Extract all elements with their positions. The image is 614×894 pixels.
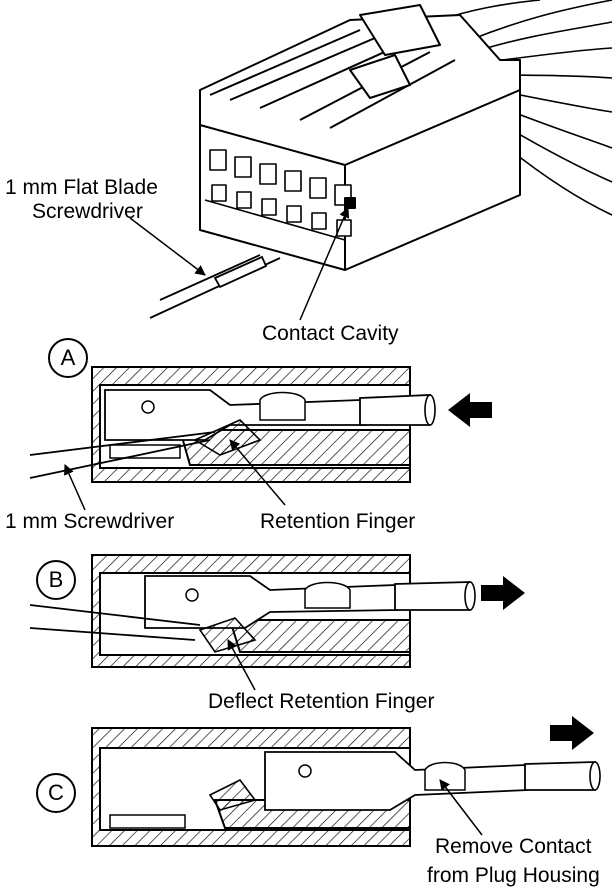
push-arrow-a (448, 393, 492, 427)
label-flat-blade-line1: 1 mm Flat Blade (5, 176, 158, 199)
pull-arrow-c (550, 716, 594, 750)
label-contact-cavity: Contact Cavity (262, 322, 399, 345)
retention-finger-a (193, 419, 262, 456)
pull-arrow-b (481, 576, 525, 610)
label-remove-contact-line1: Remove Contact (435, 835, 592, 858)
contact-cavity-hole (344, 197, 356, 209)
flat-blade-screwdriver (149, 254, 281, 319)
label-screwdriver: 1 mm Screwdriver (5, 510, 175, 533)
retention-finger-b (198, 617, 257, 653)
label-retention-finger: Retention Finger (260, 510, 416, 533)
step-b-marker: B (36, 560, 76, 600)
step-c-marker: C (36, 773, 76, 813)
screwdriver-a (29, 431, 216, 479)
contact-c (264, 751, 601, 811)
connector-illustration (199, 0, 613, 271)
step-a-marker: A (48, 338, 88, 378)
panel-a-section (91, 366, 436, 483)
screwdriver-b (29, 604, 201, 641)
label-deflect-retention-finger: Deflect Retention Finger (208, 690, 435, 713)
label-remove-contact-line2: from Plug Housing (427, 864, 600, 887)
terminal-windows (209, 149, 352, 237)
panel-b-section (91, 554, 476, 668)
label-flat-blade-line2: Screwdriver (32, 200, 143, 223)
latch (359, 4, 441, 56)
